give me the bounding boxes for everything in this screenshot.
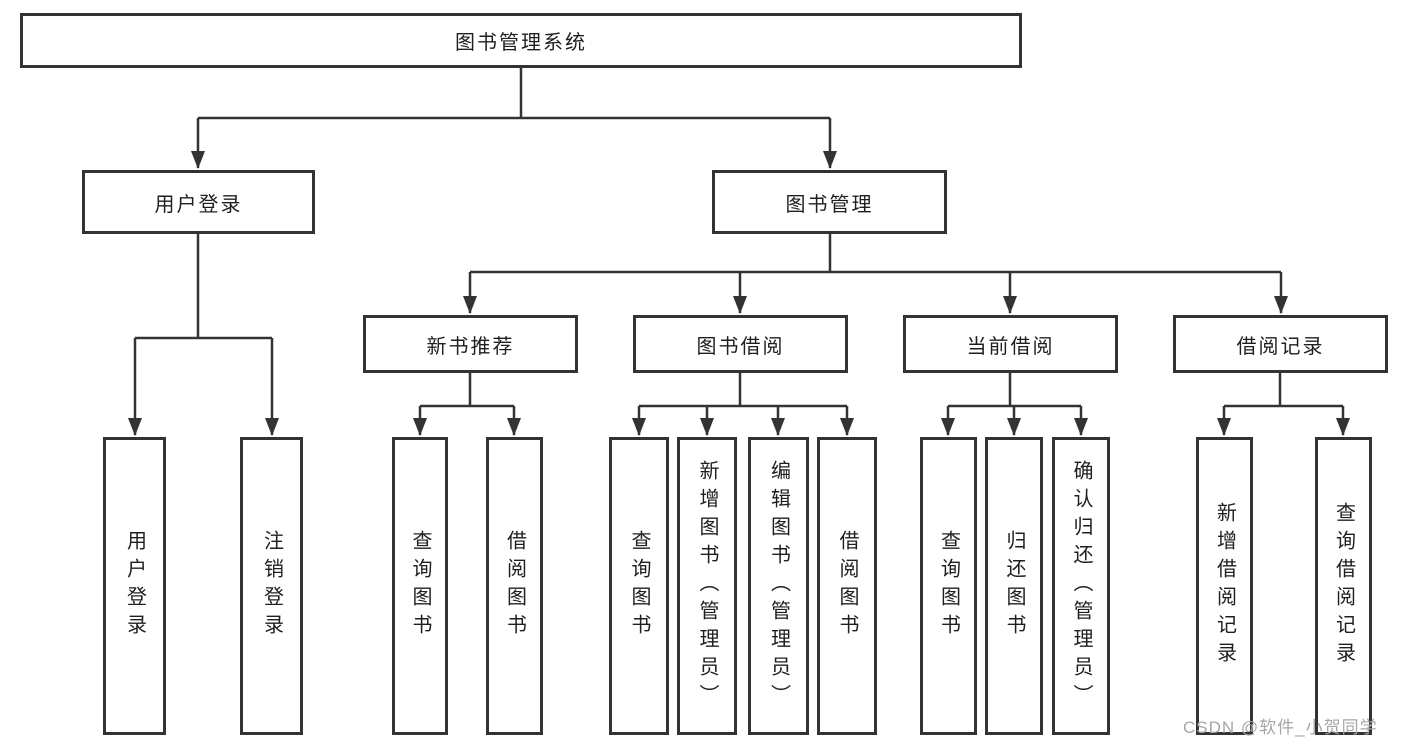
node-book-borrow: 图书借阅 bbox=[633, 315, 848, 373]
leaf-nbr-borrow-book-label: 借阅图书 bbox=[503, 530, 526, 642]
leaf-br-query-record: 查询借阅记录 bbox=[1315, 437, 1372, 735]
node-root-system: 图书管理系统 bbox=[20, 13, 1022, 68]
leaf-nbr-query-book-label: 查询图书 bbox=[409, 530, 431, 642]
leaf-user-login: 用户登录 bbox=[103, 437, 166, 735]
leaf-nbr-query-book: 查询图书 bbox=[392, 437, 448, 735]
csdn-watermark: CSDN @软件_小贺同学 bbox=[1183, 718, 1378, 737]
leaf-cb-return-book: 归还图书 bbox=[985, 437, 1043, 735]
node-book-management: 图书管理 bbox=[712, 170, 947, 234]
leaf-bb-edit-book-admin-label: 编辑图书（管理员） bbox=[767, 460, 790, 712]
leaf-cb-query-book-label: 查询图书 bbox=[937, 530, 960, 642]
leaf-br-add-record: 新增借阅记录 bbox=[1196, 437, 1253, 735]
leaf-cb-query-book: 查询图书 bbox=[920, 437, 977, 735]
leaf-br-query-record-label: 查询借阅记录 bbox=[1332, 502, 1355, 670]
leaf-bb-query-book: 查询图书 bbox=[609, 437, 669, 735]
leaf-cb-confirm-return-admin: 确认归还（管理员） bbox=[1052, 437, 1110, 735]
leaf-logout-label: 注销登录 bbox=[260, 530, 283, 642]
node-current-borrow: 当前借阅 bbox=[903, 315, 1118, 373]
node-user-login: 用户登录 bbox=[82, 170, 315, 234]
leaf-br-add-record-label: 新增借阅记录 bbox=[1213, 502, 1236, 670]
leaf-cb-return-book-label: 归还图书 bbox=[1003, 530, 1025, 642]
leaf-cb-confirm-return-admin-label: 确认归还（管理员） bbox=[1070, 460, 1092, 712]
leaf-logout: 注销登录 bbox=[240, 437, 303, 735]
leaf-bb-add-book-admin-label: 新增图书（管理员） bbox=[696, 460, 718, 712]
node-new-book-recommend: 新书推荐 bbox=[363, 315, 578, 373]
leaf-bb-edit-book-admin: 编辑图书（管理员） bbox=[748, 437, 809, 735]
leaf-bb-borrow-book-label: 借阅图书 bbox=[836, 530, 858, 642]
node-borrow-record: 借阅记录 bbox=[1173, 315, 1388, 373]
leaf-bb-add-book-admin: 新增图书（管理员） bbox=[677, 437, 737, 735]
leaf-bb-query-book-label: 查询图书 bbox=[628, 530, 650, 642]
leaf-bb-borrow-book: 借阅图书 bbox=[817, 437, 877, 735]
leaf-user-login-label: 用户登录 bbox=[123, 530, 146, 642]
leaf-nbr-borrow-book: 借阅图书 bbox=[486, 437, 543, 735]
